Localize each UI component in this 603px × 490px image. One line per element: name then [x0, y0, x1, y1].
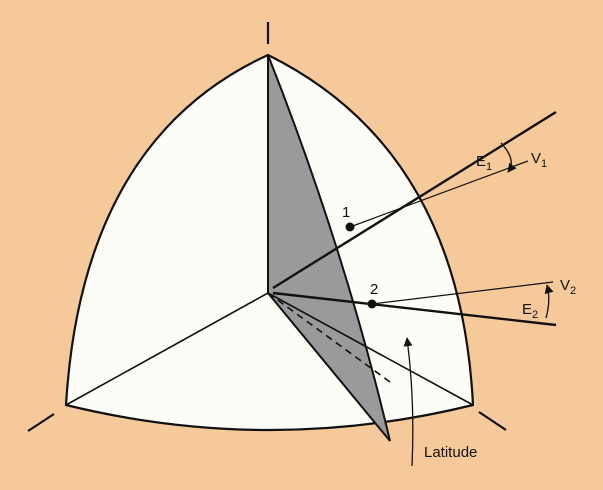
meridian-plane [267, 54, 391, 442]
point-2-label: 2 [370, 281, 378, 298]
e2-label: E2 [522, 301, 538, 321]
e1-label: E1 [476, 153, 492, 173]
angle-arc-e1 [500, 142, 517, 173]
hidden-latitude-line [267, 292, 391, 383]
point-2-marker [367, 299, 377, 309]
v1-label: V1 [531, 150, 547, 170]
vertical-line-v1 [349, 160, 529, 228]
v2-label: V2 [560, 277, 576, 297]
latitude-label: Latitude [424, 444, 477, 461]
vertical-line-v2 [371, 281, 554, 305]
normal-line-1 [272, 110, 557, 290]
left-axis-tick [27, 413, 55, 432]
angle-arc-e2 [544, 284, 554, 319]
point-1-label: 1 [342, 204, 350, 221]
point-1-marker [345, 222, 355, 232]
edge-center-right [267, 292, 474, 406]
right-axis-tick [478, 411, 507, 431]
normal-line-2 [272, 291, 557, 327]
edge-center-left [65, 292, 269, 406]
latitude-arrow [403, 337, 414, 467]
